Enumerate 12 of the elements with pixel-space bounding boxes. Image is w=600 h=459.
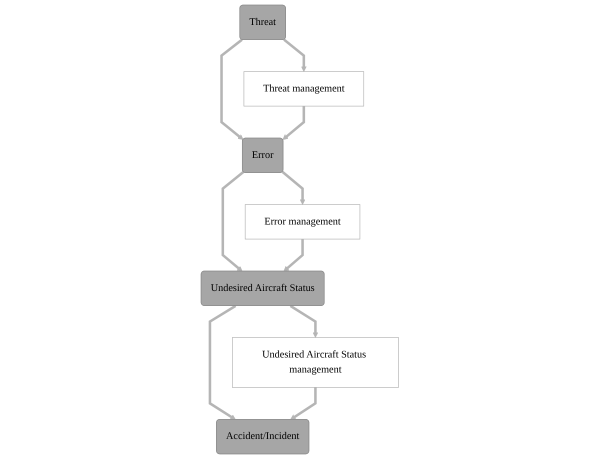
arrow bbox=[282, 106, 306, 140]
node-box: Threat management bbox=[244, 71, 364, 106]
arrow bbox=[290, 387, 317, 420]
arrow bbox=[284, 239, 304, 272]
arrow bbox=[222, 170, 244, 272]
arrow bbox=[208, 304, 236, 420]
node-box: Undesired Aircraft Status management bbox=[232, 337, 400, 388]
arrow bbox=[290, 304, 318, 338]
arrow bbox=[282, 170, 306, 205]
node-box: Error management bbox=[245, 204, 360, 240]
arrow bbox=[220, 38, 244, 140]
arrow bbox=[283, 38, 307, 72]
